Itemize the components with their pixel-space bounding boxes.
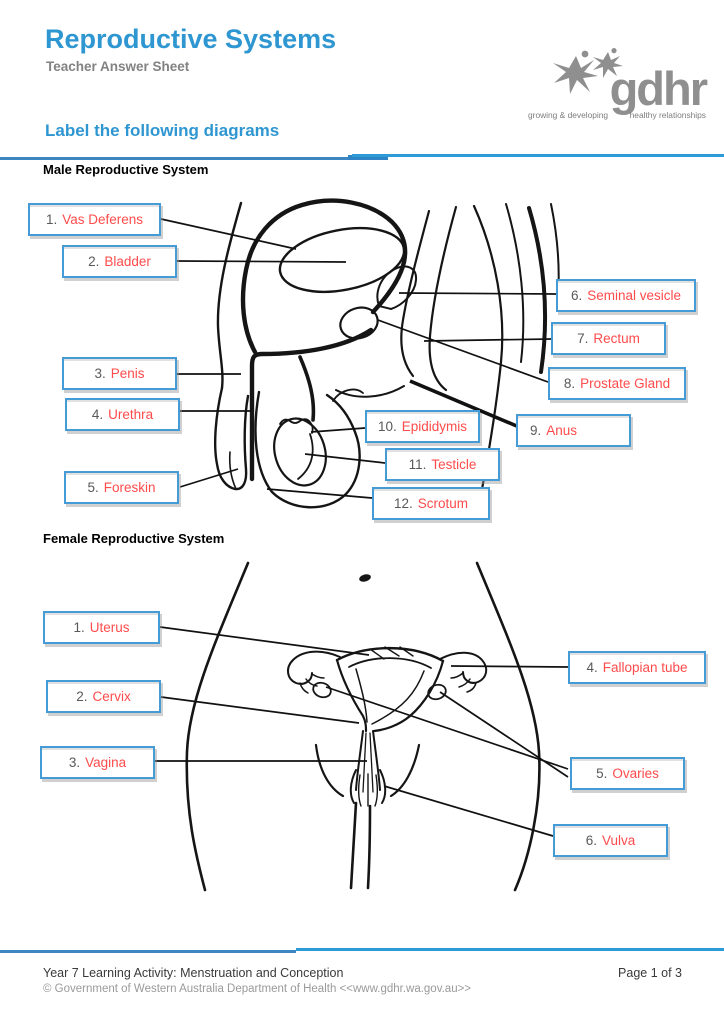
label-number: 3.	[94, 366, 106, 381]
female-section-heading: Female Reproductive System	[43, 531, 225, 546]
label-number: 3.	[68, 755, 81, 770]
label-box-male-vas-deferens: 1. Vas Deferens	[28, 203, 161, 236]
label-box-male-foreskin: 5. Foreskin	[64, 471, 179, 504]
label-answer: Seminal vesicle	[587, 288, 682, 303]
gdhr-logo: gdhr growing & developing healthy relati…	[528, 48, 708, 120]
label-number: 5.	[87, 480, 99, 495]
label-answer: Vagina	[85, 755, 127, 770]
connector-line	[304, 453, 386, 464]
connector-line	[383, 785, 554, 837]
connector-line	[266, 488, 373, 499]
connector-line	[179, 468, 239, 488]
label-number: 1.	[73, 620, 85, 635]
logo-wordmark: gdhr	[610, 62, 708, 115]
logo-tagline-left: growing & developing	[528, 110, 608, 120]
connector-line	[176, 260, 347, 263]
label-answer: Epididymis	[401, 419, 468, 434]
label-answer: Ovaries	[612, 766, 659, 781]
footer-rule-left	[0, 950, 296, 953]
label-answer: Anus	[546, 423, 578, 438]
label-box-male-rectum: 7. Rectum	[551, 322, 666, 355]
female-connector-lines	[155, 626, 569, 837]
label-answer: Penis	[110, 366, 145, 381]
label-number: 10.	[377, 419, 397, 434]
label-box-female-fallopian-tube: 4. Fallopian tube	[568, 651, 706, 684]
page-title: Reproductive Systems	[45, 24, 337, 54]
label-box-female-vulva: 6. Vulva	[553, 824, 668, 857]
page-subtitle: Teacher Answer Sheet	[46, 59, 190, 74]
footer-page-number: Page 1 of 3	[618, 966, 682, 980]
label-box-male-anus: 9. Anus	[516, 414, 631, 447]
footer-copyright: © Government of Western Australia Depart…	[43, 983, 472, 995]
label-number: 12.	[393, 496, 413, 511]
label-box-female-ovaries: 5. Ovaries	[570, 757, 685, 790]
female-diagram-drawing	[185, 561, 541, 892]
connector-line	[409, 379, 520, 429]
logo-star-figures	[553, 48, 623, 94]
connector-line	[439, 691, 569, 778]
connector-line	[160, 218, 297, 250]
label-box-female-vagina: 3. Vagina	[40, 746, 155, 779]
label-answer: Fallopian tube	[602, 660, 688, 675]
label-box-male-seminal-vesicle: 6. Seminal vesicle	[556, 279, 696, 312]
label-answer: Vas Deferens	[62, 212, 144, 227]
label-box-female-uterus: 1. Uterus	[43, 611, 160, 644]
label-number: 2.	[76, 689, 88, 704]
label-number: 7.	[577, 331, 589, 346]
label-number: 8.	[563, 376, 576, 391]
header-rule-notch	[348, 155, 388, 160]
label-answer: Prostate Gland	[580, 376, 671, 391]
label-number: 9.	[530, 423, 542, 438]
label-number: 5.	[596, 766, 608, 781]
logo-tagline-right: healthy relationships	[630, 110, 706, 120]
label-box-male-penis: 3. Penis	[62, 357, 177, 390]
male-connector-lines	[160, 218, 557, 499]
label-answer: Scrotum	[417, 496, 469, 511]
connector-line	[160, 696, 360, 724]
label-answer: Uterus	[89, 620, 130, 635]
connector-line	[159, 626, 370, 656]
header-rule-left	[0, 157, 352, 160]
label-number: 1.	[45, 212, 58, 227]
label-box-male-scrotum: 12. Scrotum	[372, 487, 490, 520]
connector-line	[398, 292, 557, 295]
label-number: 11.	[408, 457, 427, 472]
connector-line	[450, 665, 569, 668]
connector-line	[377, 319, 549, 383]
connector-line	[423, 338, 552, 342]
label-answer: Urethra	[108, 407, 154, 422]
label-answer: Foreskin	[103, 480, 156, 495]
label-number: 4.	[91, 407, 104, 422]
label-box-male-epididymis: 10. Epididymis	[365, 410, 480, 443]
label-box-male-testicle: 11. Testicle	[385, 448, 500, 481]
footer-activity: Year 7 Learning Activity: Menstruation a…	[43, 966, 344, 980]
label-answer: Bladder	[104, 254, 151, 269]
label-box-male-urethra: 4. Urethra	[65, 398, 180, 431]
label-box-female-cervix: 2. Cervix	[46, 680, 161, 713]
label-answer: Rectum	[593, 331, 640, 346]
label-box-male-prostate-gland: 8. Prostate Gland	[548, 367, 686, 400]
label-answer: Vulva	[601, 833, 636, 848]
label-number: 4.	[586, 660, 598, 675]
label-answer: Cervix	[92, 689, 131, 704]
label-box-male-bladder: 2. Bladder	[62, 245, 177, 278]
label-answer: Testicle	[431, 457, 477, 472]
male-section-heading: Male Reproductive System	[43, 162, 209, 177]
footer-rule-right	[296, 948, 724, 951]
connector-line	[325, 686, 569, 770]
instruction-heading: Label the following diagrams	[45, 121, 280, 140]
label-number: 2.	[88, 254, 100, 269]
connector-line	[310, 427, 366, 433]
label-number: 6.	[570, 288, 583, 303]
label-number: 6.	[585, 833, 597, 848]
header-rule-right	[352, 154, 724, 157]
